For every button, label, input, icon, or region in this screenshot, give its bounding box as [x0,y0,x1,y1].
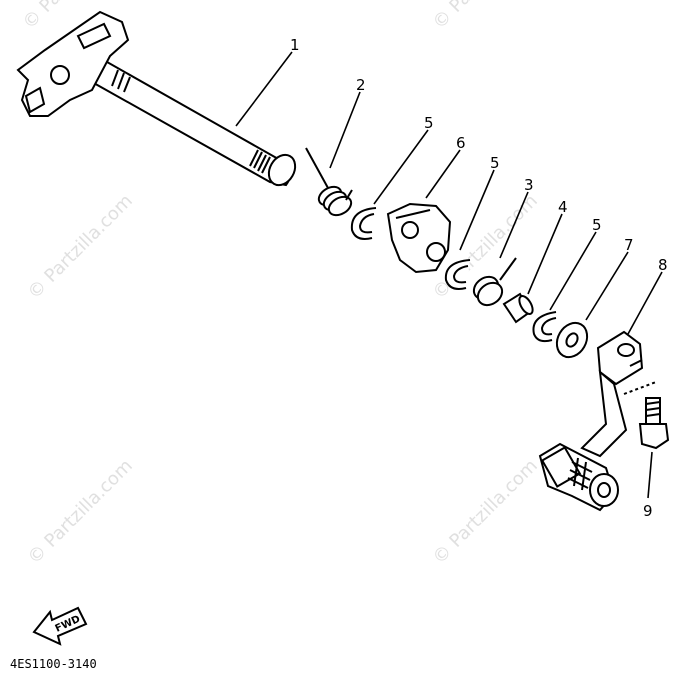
callout-7: 7 [624,236,634,254]
callout-2: 2 [356,76,366,94]
shift-shaft-part [16,10,297,187]
stopper-lever-part [386,202,452,274]
callout-9: 9 [643,502,653,520]
circlip-part-c [532,311,557,343]
return-spring-part [305,147,353,217]
callout-numbers: 1 2 5 6 5 3 4 5 7 8 9 [290,36,668,520]
callout-6: 6 [456,134,466,152]
fwd-arrow-icon: FWD [32,606,88,646]
watermark-bottom-right: © Partzilla.com [429,455,542,568]
watermark-top-right: © Partzilla.com [429,0,542,34]
callout-8: 8 [658,256,668,274]
leader-lines [235,51,663,499]
washer-part [555,321,589,359]
watermark-bottom-left: © Partzilla.com [24,455,137,568]
torsion-spring-part [472,257,517,307]
callout-5a: 5 [424,114,434,132]
callout-3: 3 [524,176,534,194]
shift-pedal-part [538,330,657,512]
callout-4: 4 [558,198,568,216]
callout-5b: 5 [490,154,500,172]
callout-5c: 5 [592,216,602,234]
circlip-part-a [350,207,377,240]
diagram-code: 4ES1100-3140 [10,657,97,671]
collar-part [502,292,534,324]
watermark-left: © Partzilla.com [24,190,137,303]
circlip-part-b [444,259,471,290]
callout-1: 1 [290,36,300,54]
pinch-bolt-part [638,397,670,450]
